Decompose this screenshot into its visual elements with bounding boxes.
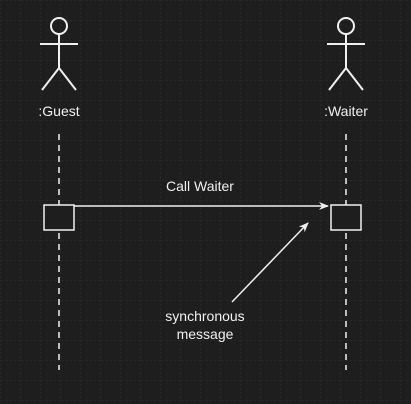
activation-box-guest[interactable] bbox=[43, 204, 75, 231]
annotation-label-line2: message bbox=[177, 326, 234, 342]
message-label: Call Waiter bbox=[166, 178, 234, 194]
annotation-label-line1: synchronous bbox=[165, 308, 244, 324]
stick-figure-icon bbox=[40, 17, 78, 91]
actor-waiter[interactable]: :Waiter bbox=[324, 17, 368, 119]
actor-label-guest: :Guest bbox=[38, 103, 79, 119]
actor-guest[interactable]: :Guest bbox=[38, 17, 80, 119]
stick-figure-icon bbox=[327, 17, 365, 91]
actor-label-waiter: :Waiter bbox=[324, 103, 368, 119]
annotation-arrow[interactable] bbox=[231, 222, 309, 303]
activation-box-waiter[interactable] bbox=[330, 204, 362, 231]
